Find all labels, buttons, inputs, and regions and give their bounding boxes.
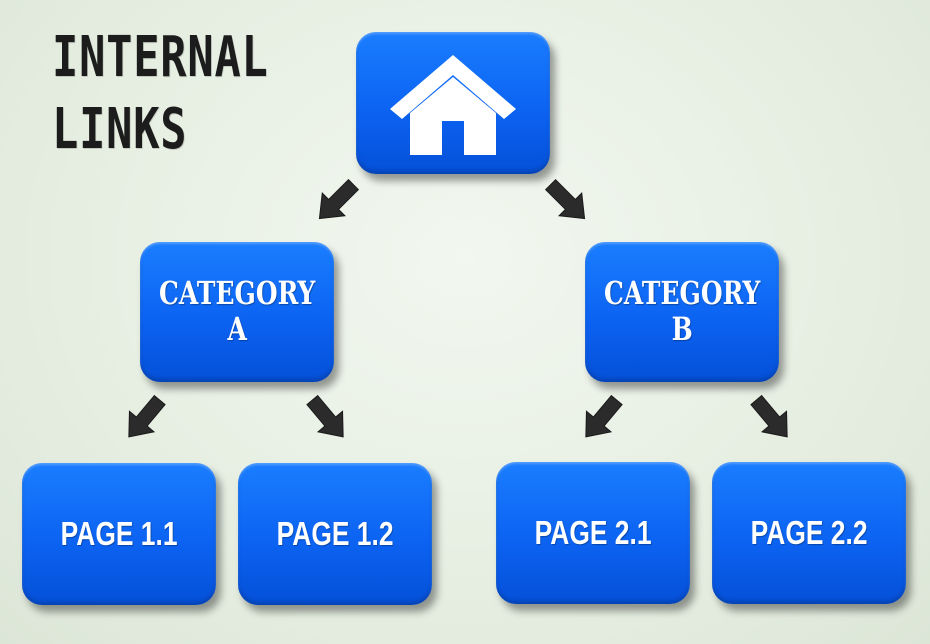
page-2-1-node: PAGE 2.1 bbox=[496, 462, 690, 604]
arrow-category-b-to-page-2-2 bbox=[748, 393, 798, 447]
page-2-2-label: PAGE 2.2 bbox=[750, 514, 868, 551]
arrow-category-b-to-page-2-1 bbox=[575, 393, 625, 447]
category-b-node: CATEGORY B bbox=[585, 242, 779, 382]
category-a-label: CATEGORY A bbox=[158, 274, 316, 348]
arrow-home-to-category-a bbox=[310, 176, 360, 230]
arrow-category-a-to-page-1-1 bbox=[118, 393, 168, 447]
home-node bbox=[356, 32, 550, 174]
page-2-2-node: PAGE 2.2 bbox=[712, 462, 906, 604]
page-2-1-label: PAGE 2.1 bbox=[534, 514, 652, 551]
category-a-node: CATEGORY A bbox=[140, 242, 334, 382]
category-b-line-2: B bbox=[671, 310, 693, 348]
diagram-title-line-2: LINKS bbox=[52, 97, 188, 162]
page-1-2-node: PAGE 1.2 bbox=[238, 463, 432, 605]
category-b-label: CATEGORY B bbox=[603, 274, 761, 348]
category-b-line-1: CATEGORY bbox=[603, 274, 761, 313]
diagram-title-line-1: INTERNAL bbox=[52, 25, 269, 90]
category-a-line-1: CATEGORY bbox=[158, 274, 316, 313]
page-1-1-label: PAGE 1.1 bbox=[60, 515, 178, 552]
category-a-line-2: A bbox=[227, 310, 247, 348]
page-1-2-label: PAGE 1.2 bbox=[276, 515, 394, 552]
arrow-category-a-to-page-1-2 bbox=[304, 393, 354, 447]
home-icon bbox=[390, 55, 516, 155]
page-1-1-node: PAGE 1.1 bbox=[22, 463, 216, 605]
arrow-home-to-category-b bbox=[544, 176, 594, 230]
